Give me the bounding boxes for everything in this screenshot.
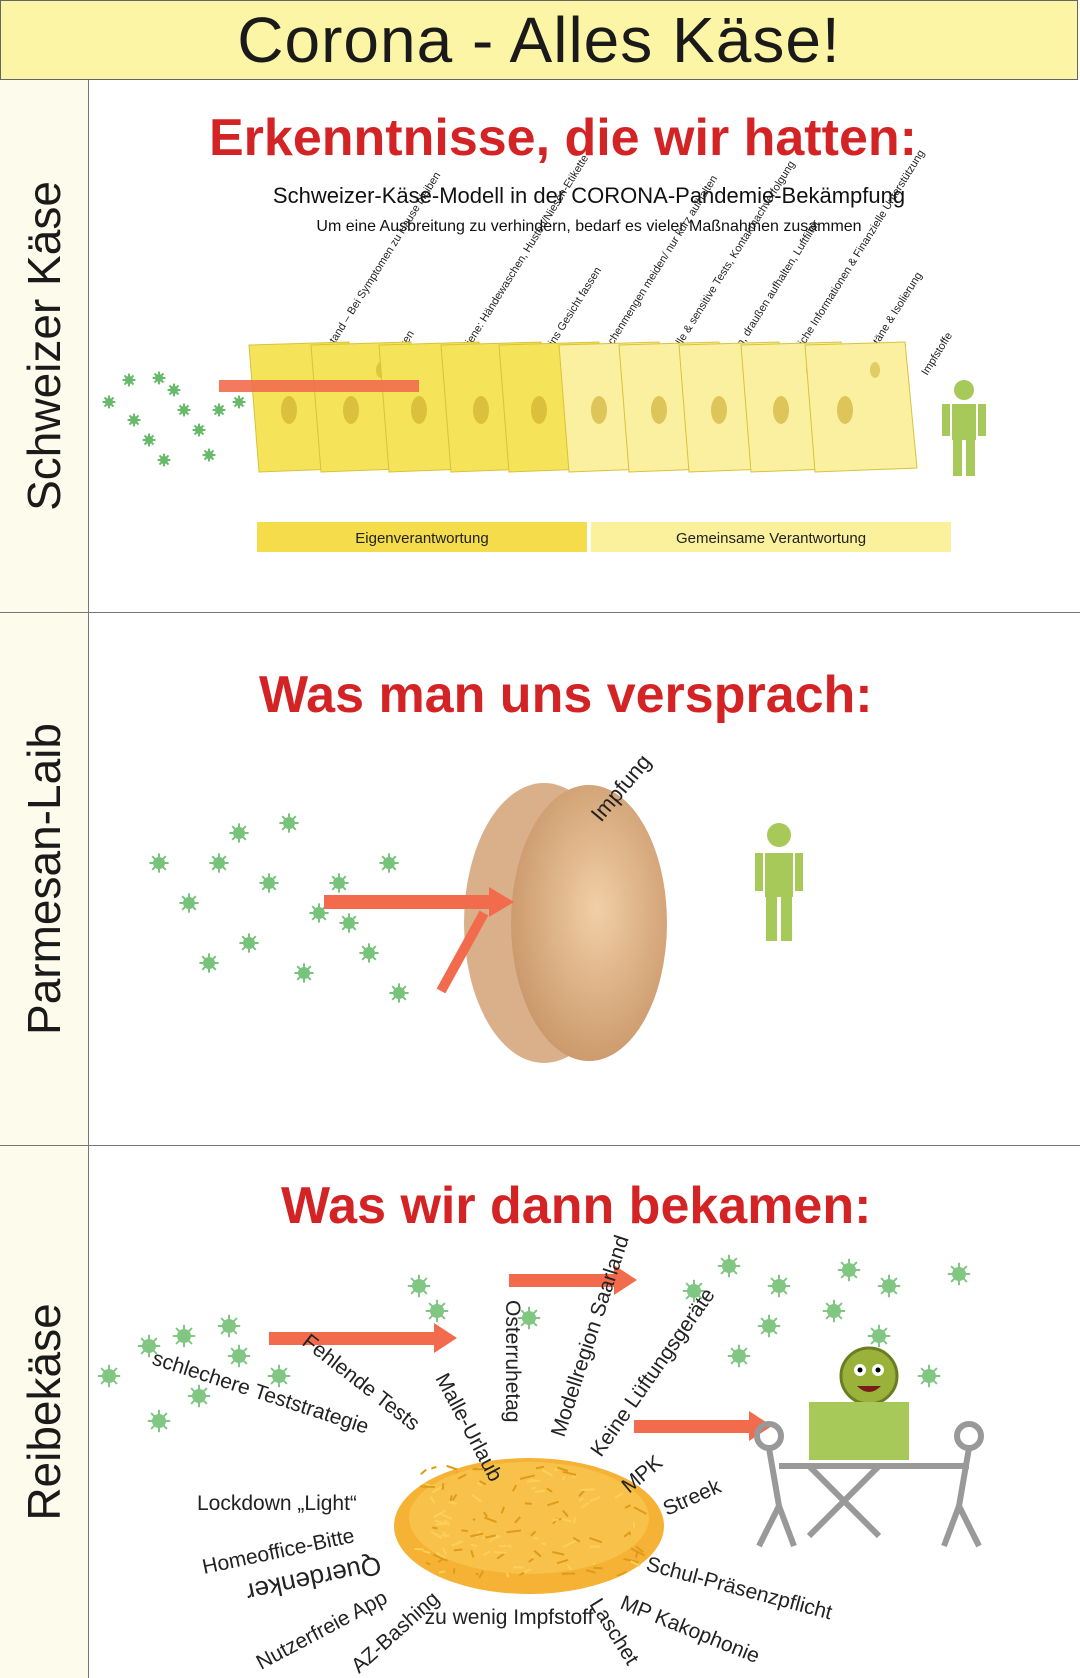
sick-person-icon	[809, 1402, 909, 1460]
virus-icon	[179, 893, 198, 912]
bar-right-label: Gemeinsame Verantwortung	[676, 530, 866, 547]
virus-icon	[233, 396, 246, 409]
virus-arrow	[324, 895, 494, 909]
cheese-hole	[711, 396, 727, 424]
virus-icon	[153, 372, 166, 385]
monster-virus-icon	[841, 1348, 897, 1404]
sidebar-reibekaese: Reibekäse	[0, 1146, 89, 1678]
virus-icon	[218, 1315, 240, 1337]
slice-label: Impfstoffe	[919, 330, 955, 377]
virus-icon	[209, 853, 228, 872]
virus-icon	[379, 853, 398, 872]
panel-reibekaese: Was wir dann bekamen: schlechere Teststr…	[89, 1146, 1080, 1678]
virus-icon	[128, 414, 141, 427]
virus-icon	[239, 933, 258, 952]
virus-icon	[193, 424, 206, 437]
virus-icon	[728, 1345, 750, 1367]
virus-icon	[228, 1345, 250, 1367]
virus-icon	[123, 374, 136, 387]
virus-icon	[718, 1255, 740, 1277]
virus-icon	[408, 1275, 430, 1297]
virus-icon	[359, 943, 378, 962]
swiss-cheese-model: Schweizer-Käse-Modell in der CORONA-Pand…	[89, 80, 1080, 613]
virus-arrow	[219, 380, 419, 392]
slice-label: Staatliche Informationen & Finanzielle U…	[781, 148, 927, 372]
reibekaese-scene: schlechere Teststrategie Fehlende Tests …	[89, 1146, 1080, 1678]
cheese-hole	[281, 396, 297, 424]
virus-icon	[98, 1365, 120, 1387]
person-icon	[942, 380, 986, 476]
page-title: Corona - Alles Käse!	[237, 3, 840, 77]
virus-icon	[149, 853, 168, 872]
virus-icon	[103, 396, 116, 409]
cheese-hole	[651, 396, 667, 424]
arrow-head	[434, 1323, 457, 1353]
virus-icon	[294, 963, 313, 982]
cheese-hole	[411, 396, 427, 424]
cheese-hole	[343, 396, 359, 424]
virus-icon	[259, 873, 278, 892]
virus-icon	[199, 953, 218, 972]
cheese-hole	[837, 396, 853, 424]
virus-icon	[838, 1259, 860, 1281]
cheese-hole	[473, 396, 489, 424]
virus-icon	[918, 1365, 940, 1387]
parmesan-scene: Impfung	[89, 613, 1080, 1146]
panel-schweizer-kaese: Erkenntnisse, die wir hatten: Schweizer-…	[89, 80, 1080, 613]
virus-icon	[158, 454, 171, 467]
virus-icon	[148, 1410, 170, 1432]
cheese-hole	[870, 362, 880, 378]
section-label: Schweizer Käse	[17, 181, 71, 511]
cheese-hole	[591, 396, 607, 424]
title-bar: Corona - Alles Käse!	[0, 0, 1078, 80]
cheese-slices	[249, 342, 917, 472]
virus-icon	[143, 434, 156, 447]
word: Lockdown „Light“	[197, 1492, 357, 1515]
virus-icon	[178, 404, 191, 417]
virus-icon	[948, 1263, 970, 1285]
section-label: Reibekäse	[17, 1303, 71, 1520]
section-label: Parmesan-Laib	[17, 723, 71, 1035]
bar-left-label: Eigenverantwortung	[355, 530, 488, 547]
virus-icon	[878, 1275, 900, 1297]
virus-icon	[823, 1300, 845, 1322]
virus-icon	[768, 1275, 790, 1297]
panel-parmesan: Was man uns versprach: Impfung	[89, 613, 1080, 1146]
person-icon	[755, 823, 803, 941]
word: Streek	[660, 1475, 725, 1521]
virus-icon	[426, 1300, 448, 1322]
virus-icon	[758, 1315, 780, 1337]
word: zu wenig Impfstoff	[425, 1606, 594, 1629]
virus-icon	[279, 813, 298, 832]
virus-arrow	[634, 1420, 754, 1433]
parmesan-wheel	[511, 785, 667, 1061]
virus-icon	[168, 384, 181, 397]
cheese-hole	[773, 396, 789, 424]
sidebar-parmesan: Parmesan-Laib	[0, 613, 89, 1146]
virus-icon	[173, 1325, 195, 1347]
virus-arrow	[269, 1332, 439, 1345]
virus-icon	[213, 404, 226, 417]
cheese-slice	[805, 342, 917, 472]
word: Osterruhetag	[501, 1300, 524, 1423]
virus-icon	[339, 913, 358, 932]
cheese-hole	[531, 396, 547, 424]
virus-icon	[229, 823, 248, 842]
sidebar-schweizer-kaese: Schweizer Käse	[0, 80, 89, 613]
virus-icon	[203, 449, 216, 462]
virus-icon	[389, 983, 408, 1002]
virus-icon	[329, 873, 348, 892]
model-title: Schweizer-Käse-Modell in der CORONA-Pand…	[273, 183, 905, 208]
virus-icon	[868, 1325, 890, 1347]
virus-icon	[188, 1385, 210, 1407]
